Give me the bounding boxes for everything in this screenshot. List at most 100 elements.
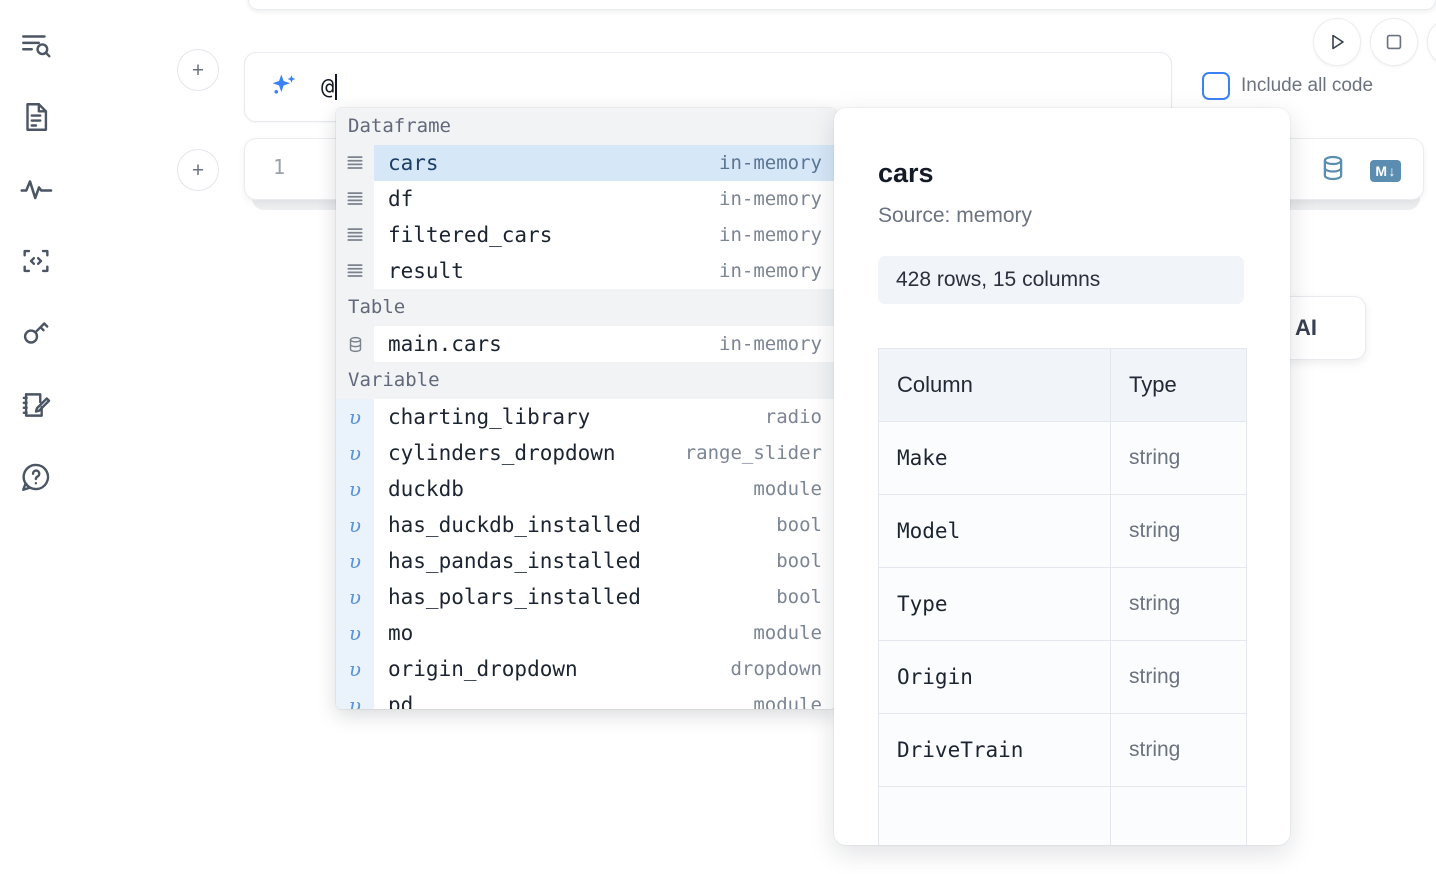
variable-icon: υ [336,507,374,543]
help-chat-icon[interactable] [10,450,62,504]
table-rows-icon [336,145,374,181]
autocomplete-section-header: Dataframe [336,108,836,145]
autocomplete-section-header: Table [336,289,836,326]
variable-icon: υ [336,543,374,579]
autocomplete-section-header: Variable [336,362,836,399]
autocomplete-item-type: in-memory [719,188,822,210]
add-cell-button-top[interactable]: + [177,49,219,91]
line-number: 1 [273,155,286,179]
table-rows-icon [336,217,374,253]
run-button[interactable] [1313,18,1361,66]
variable-icon: υ [336,579,374,615]
info-panel-title: cars [878,158,934,188]
autocomplete-item-name: has_pandas_installed [388,549,641,573]
table-rows-icon [336,181,374,217]
schema-column-type [1110,786,1247,845]
schema-column-name: Origin [878,640,1111,714]
schema-type-header: Type [1110,348,1247,422]
autocomplete-item-name: df [388,187,414,211]
snippets-icon[interactable] [10,234,62,288]
schema-column-name: Type [878,567,1111,641]
schema-column-name [878,786,1111,845]
schema-column-name: DriveTrain [878,713,1111,787]
variable-icon: υ [336,615,374,651]
autocomplete-item-name: result [388,259,464,283]
markdown-badge-letter: M [1375,162,1388,179]
info-panel-shape: 428 rows, 15 columns [878,256,1244,304]
add-cell-label-top: + [191,58,205,82]
variable-icon: υ [336,687,374,709]
autocomplete-item[interactable]: υ has_polars_installed bool [336,579,836,615]
autocomplete-item-type: in-memory [719,260,822,282]
add-cell-label-bottom: + [191,158,205,182]
autocomplete-item[interactable]: main.cars in-memory [336,326,836,362]
autocomplete-item[interactable]: υ has_duckdb_installed bool [336,507,836,543]
schema-column-name: Make [878,421,1111,495]
autocomplete-item-name: main.cars [388,332,502,356]
autocomplete-item-name: duckdb [388,477,464,501]
database-icon[interactable] [1318,153,1348,188]
scratchpad-icon[interactable] [10,378,62,432]
schema-column-type: string [1110,494,1247,568]
autocomplete-item-type: bool [776,586,822,608]
schema-table-row [878,786,1247,845]
autocomplete-item-type: module [753,694,822,709]
autocomplete-item[interactable]: υ charting_library radio [336,399,836,435]
autocomplete-item-name: has_duckdb_installed [388,513,641,537]
autocomplete-item-type: bool [776,550,822,572]
include-all-code-checkbox[interactable] [1202,72,1230,100]
stop-button[interactable] [1370,18,1418,66]
activity-icon[interactable] [10,162,62,216]
text-caret [335,74,338,100]
file-icon[interactable] [10,90,62,144]
secrets-key-icon[interactable] [10,306,62,360]
autocomplete-item[interactable]: result in-memory [336,253,836,289]
autocomplete-item-type: module [753,478,822,500]
schema-column-type: string [1110,640,1247,714]
autocomplete-item[interactable]: υ has_pandas_installed bool [336,543,836,579]
markdown-badge[interactable]: M↓ [1370,159,1401,182]
autocomplete-item-type: range_slider [684,442,822,464]
schema-column-type: string [1110,713,1247,787]
table-rows-icon [336,253,374,289]
autocomplete-item-name: charting_library [388,405,591,429]
schema-column-type: string [1110,567,1247,641]
autocomplete-item-type: in-memory [719,333,822,355]
autocomplete-item[interactable]: df in-memory [336,181,836,217]
add-cell-button-bottom[interactable]: + [177,149,219,191]
autocomplete-item-type: radio [764,406,822,428]
include-all-code-row[interactable]: Include all code [1202,72,1373,100]
variable-icon: υ [336,435,374,471]
autocomplete-item-type: dropdown [730,658,822,680]
schema-table-header-row: Column Type [878,348,1247,422]
ai-prompt-value: @ [321,74,335,100]
autocomplete-item-type: in-memory [719,152,822,174]
left-sidebar-rail [0,0,72,874]
autocomplete-item-name: mo [388,621,414,645]
variable-icon: υ [336,399,374,435]
autocomplete-item-name: filtered_cars [388,223,553,247]
more-actions-button[interactable] [1427,18,1436,66]
autocomplete-item-name: pd [388,693,414,709]
autocomplete-item-type: bool [776,514,822,536]
schema-column-name: Model [878,494,1111,568]
cell-icon-group: M↓ [1318,153,1401,188]
autocomplete-item-name: origin_dropdown [388,657,578,681]
autocomplete-item-name: has_polars_installed [388,585,641,609]
ai-prompt-input[interactable]: @ [321,53,1171,121]
explore-icon[interactable] [10,18,62,72]
